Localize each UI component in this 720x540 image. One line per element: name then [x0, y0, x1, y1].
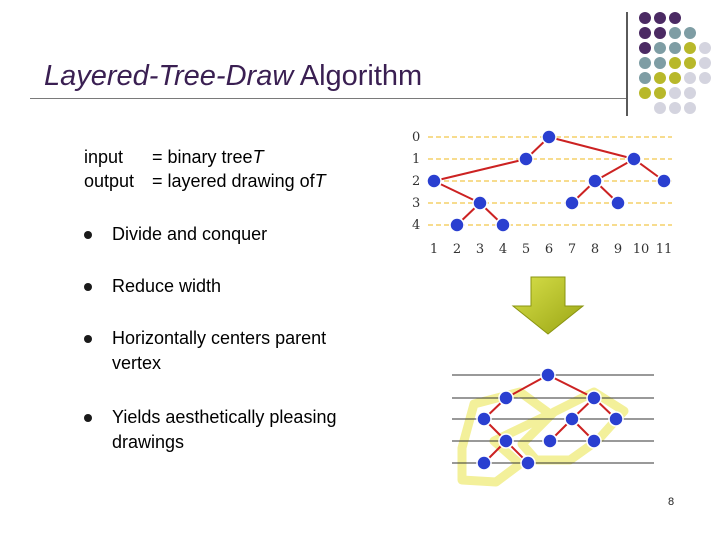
tree-node — [518, 151, 534, 167]
column-label: 10 — [633, 242, 650, 257]
bullet-dot — [84, 283, 92, 291]
tree-node — [586, 433, 602, 449]
tree-node — [540, 367, 556, 383]
bullet-dot — [84, 231, 92, 239]
tree-node — [476, 455, 492, 471]
bullet-text: Reduce width — [112, 276, 222, 296]
bullet-text: Yields aesthetically pleasing drawings — [112, 407, 337, 452]
column-label: 1 — [430, 242, 438, 257]
tree-node — [564, 195, 580, 211]
tree-node — [472, 195, 488, 211]
bullet-item: Yields aesthetically pleasing drawings — [84, 405, 372, 455]
tree-node — [449, 217, 465, 233]
output-value: = layered drawing of — [152, 171, 315, 191]
tree-node — [656, 173, 672, 189]
tree-nodes — [426, 129, 672, 233]
input-key: input — [84, 147, 124, 167]
column-label: 5 — [522, 242, 530, 257]
dot-row-6 — [639, 87, 696, 99]
dot-row-3 — [639, 42, 711, 54]
page-number: 8 — [668, 496, 675, 508]
layer-label: 1 — [412, 152, 420, 167]
bullet-text: Divide and conquer — [112, 224, 268, 244]
layer-label: 4 — [412, 218, 420, 233]
column-label: 8 — [591, 242, 599, 257]
tree-node — [610, 195, 626, 211]
tree-node — [542, 433, 558, 449]
column-label: 6 — [545, 242, 553, 257]
bullet-item: Divide and conquer — [84, 222, 267, 247]
column-label: 3 — [476, 242, 484, 257]
output-row: output = layered drawing of T — [84, 169, 326, 193]
tree-node — [564, 411, 580, 427]
tree-nodes — [476, 367, 624, 471]
tree-node — [541, 129, 557, 145]
column-label: 7 — [568, 242, 576, 257]
tree-node — [476, 411, 492, 427]
slide-title: Layered-Tree-Draw Algorithm — [44, 60, 422, 93]
input-value: = binary tree — [152, 147, 253, 167]
subtree-hull-figure — [452, 367, 654, 487]
layer-label: 0 — [412, 130, 420, 145]
input-row: input = binary tree T — [84, 145, 326, 169]
vertical-divider — [626, 12, 628, 116]
tree-node — [498, 433, 514, 449]
tree-node — [586, 390, 602, 406]
dot-row-5 — [639, 72, 711, 84]
dot-row-4 — [639, 57, 711, 69]
layered-tree-grid-figure: 0 1 2 3 4 1 2 3 4 5 6 7 8 9 10 11 — [412, 129, 673, 257]
column-label: 2 — [453, 242, 461, 257]
column-label: 11 — [656, 242, 673, 257]
title-underline — [30, 98, 626, 99]
down-arrow-icon — [511, 276, 585, 335]
bullet-dot — [84, 414, 92, 422]
tree-node — [495, 217, 511, 233]
layer-lines — [428, 136, 672, 226]
tree-node — [587, 173, 603, 189]
dot-row-2 — [639, 27, 696, 39]
column-label: 4 — [499, 242, 507, 257]
output-var: T — [314, 171, 326, 191]
title-algorithm-name: Layered-Tree-Draw — [44, 60, 294, 92]
input-var: T — [252, 147, 264, 167]
tree-node — [608, 411, 624, 427]
bullet-item: Horizontally centers parent vertex — [84, 326, 372, 376]
tree-node — [498, 390, 514, 406]
tree-node — [626, 151, 642, 167]
bullet-dot — [84, 335, 92, 343]
bullet-text: Horizontally centers parent vertex — [112, 328, 327, 373]
tree-node — [426, 173, 442, 189]
column-label: 9 — [614, 242, 622, 257]
layer-label: 2 — [412, 174, 420, 189]
input-output-spec: input = binary tree T output = layered d… — [84, 145, 326, 193]
output-key: output — [84, 171, 135, 191]
tree-node — [520, 455, 536, 471]
title-suffix: Algorithm — [293, 60, 423, 92]
decorative-dot-grid — [639, 12, 711, 114]
layer-label: 3 — [412, 196, 420, 211]
bullet-item: Reduce width — [84, 274, 221, 299]
dot-row-1 — [639, 12, 681, 24]
dot-row-7 — [654, 102, 696, 114]
